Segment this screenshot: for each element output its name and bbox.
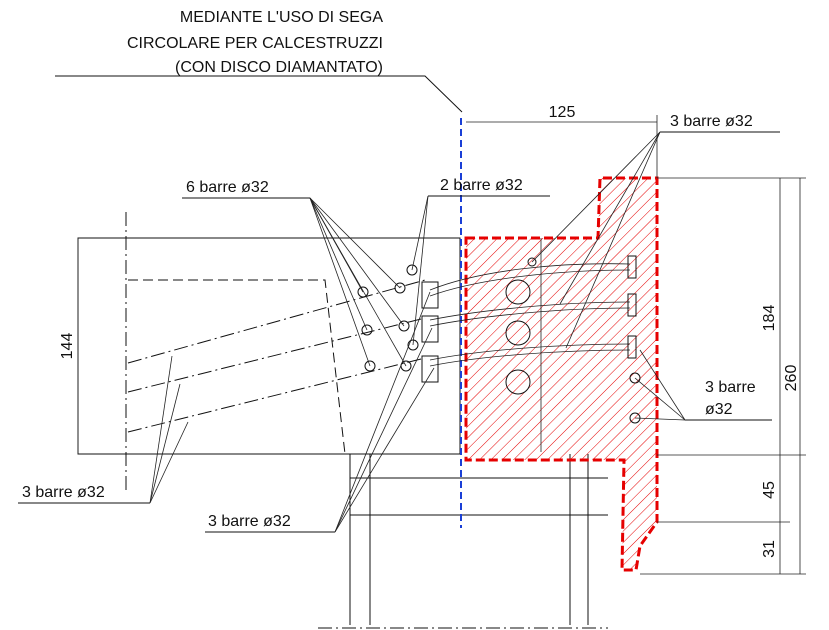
bar-marker	[357, 286, 369, 298]
demolition-area	[464, 176, 659, 572]
leader	[334, 291, 431, 533]
leader	[565, 131, 661, 349]
leader	[559, 131, 661, 305]
leader	[309, 197, 368, 331]
leader	[639, 349, 686, 421]
leader	[334, 327, 433, 533]
note-line-2: CIRCOLARE PER CALCESTRUZZI	[127, 35, 383, 52]
inner-dashed-contour	[128, 279, 346, 455]
duct-circle-1	[505, 279, 531, 305]
label-3-barre-bottom: 3 barre ø32	[208, 513, 291, 530]
coupler-1	[421, 281, 439, 309]
cable-mid-1	[429, 301, 631, 321]
leader	[531, 131, 661, 263]
leader	[411, 195, 429, 271]
bar-marker	[629, 372, 641, 384]
tendon-line-3	[127, 357, 426, 433]
leader	[149, 383, 181, 504]
label-6-barre: 6 barre ø32	[186, 179, 269, 196]
anchor-plate-1	[627, 255, 637, 279]
cable-bot-1	[429, 343, 631, 361]
label-3-barre-left: 3 barre ø32	[22, 484, 105, 501]
leader	[309, 197, 401, 289]
note-line-1: MEDIANTE L'USO DI SEGA	[180, 9, 383, 26]
leader	[412, 195, 429, 346]
existing-beam-outline	[77, 237, 461, 455]
note-leader	[55, 75, 463, 113]
dim-144-value: 144	[59, 333, 76, 360]
dim-31-value: 31	[761, 540, 778, 558]
bar-marker	[407, 339, 419, 351]
leader	[309, 197, 371, 367]
leaders-6-barre	[309, 197, 407, 367]
tendon-line-2	[127, 317, 426, 393]
bar-marker	[364, 360, 376, 372]
label-3-barre-top: 3 barre ø32	[670, 113, 753, 130]
leader	[634, 417, 686, 421]
dim-45-value: 45	[761, 481, 778, 499]
leader	[149, 355, 173, 504]
anchor-plate-3	[627, 335, 637, 359]
label-2-barre: 2 barre ø32	[440, 177, 523, 194]
dim-125-value: 125	[549, 104, 576, 121]
bar-marker	[398, 320, 410, 332]
duct-circle-2	[505, 320, 531, 346]
cable-top-2	[429, 269, 631, 297]
cable-top-1	[429, 263, 631, 291]
note-line-3: (CON DISCO DIAMANTATO)	[175, 59, 383, 76]
leader	[334, 367, 435, 533]
leader	[634, 377, 686, 421]
bar-marker	[406, 264, 418, 276]
coupler-3	[421, 355, 439, 383]
cable-mid-2	[429, 307, 631, 327]
label-3-barre-right-line2: ø32	[705, 401, 733, 418]
dim-184-value: 184	[761, 305, 778, 332]
tendon-line-1	[127, 279, 426, 364]
dim-260-value: 260	[783, 365, 800, 392]
label-3-barre-right-line1: 3 barre	[705, 379, 756, 396]
anchor-plate-2	[627, 293, 637, 317]
leader	[309, 197, 407, 367]
bar-marker	[527, 257, 537, 267]
bar-marker	[394, 282, 406, 294]
cable-bot-2	[429, 349, 631, 367]
leader	[309, 197, 405, 327]
coupler-2	[421, 315, 439, 343]
leader	[149, 421, 189, 504]
bar-marker	[361, 324, 373, 336]
duct-circle-3	[505, 369, 531, 395]
